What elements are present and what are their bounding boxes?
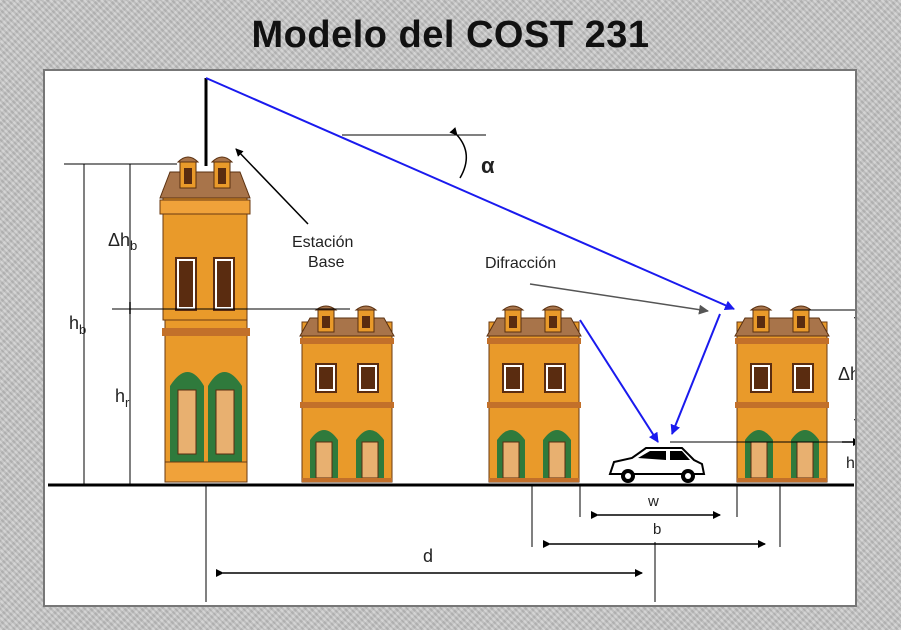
diffraction-pointer [529,283,709,315]
label-hm: hm [846,455,855,475]
alpha-angle-arc [449,127,467,179]
label-b: b [653,521,661,538]
label-base: Base [308,254,345,271]
label-hb: hb [69,313,86,337]
building-4 [734,305,830,483]
building-3 [486,305,582,483]
cost231-diagram: Δhb hb hr Estación Base α Difracción ΔhR… [48,77,855,602]
label-estacion: Estación [292,234,353,251]
base-station-building [159,156,251,483]
diffracted-ray [670,313,721,435]
radio-rays [205,77,735,443]
height-arrows [129,302,855,446]
direct-ray [205,77,735,310]
label-hr: hr [115,386,130,410]
label-delta-hb: Δhb [108,230,137,253]
reflected-ray [579,319,659,443]
building-2 [299,305,395,483]
dimension-lines [64,134,855,602]
label-delta-hr: ΔhR [838,364,855,387]
mobile-car [608,447,706,483]
diagram-panel: Δhb hb hr Estación Base α Difracción ΔhR… [43,69,857,607]
base-station-pointer [235,148,309,225]
label-d: d [423,546,433,566]
diagram-title: Modelo del COST 231 [251,14,650,56]
label-alpha: α [481,153,495,178]
label-w: w [647,493,659,510]
label-difraccion: Difracción [485,255,556,272]
distance-arrows [216,511,766,577]
